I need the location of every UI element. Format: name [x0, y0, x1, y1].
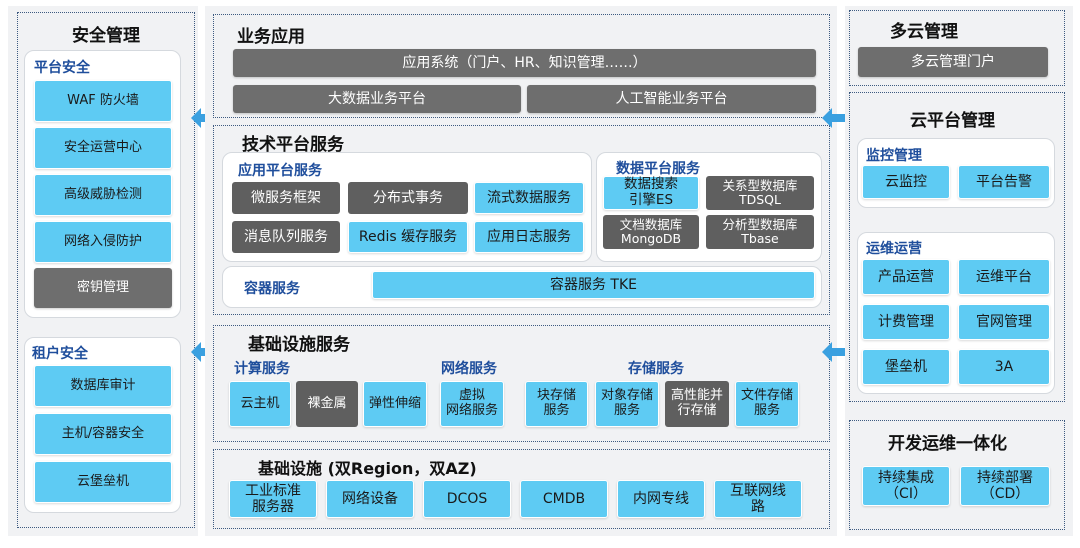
security-frame [17, 12, 195, 528]
cloud-host-box: 云主机 [229, 381, 291, 427]
cloud-bastion-box: 云堡垒机 [34, 461, 172, 503]
cloud-platform-title: 云平台管理 [910, 111, 995, 131]
intrusion-prevention-box: 网络入侵防护 [34, 221, 172, 263]
infra-services-frame [213, 325, 830, 442]
infra-frame [213, 449, 830, 529]
platform-security-title: 平台安全 [34, 60, 90, 76]
monitor-title: 监控管理 [866, 148, 922, 164]
cloud-monitor-box: 云监控 [862, 165, 950, 199]
mongodb-box: 文档数据库 MongoDB [603, 215, 699, 249]
product-ops-box: 产品运营 [862, 259, 950, 295]
stream-data-service-box: 流式数据服务 [474, 182, 584, 214]
ops-platform-box: 运维平台 [958, 259, 1050, 295]
devops-title: 开发运维一体化 [888, 434, 1007, 454]
security-ops-center-box: 安全运营中心 [34, 127, 172, 169]
internet-line-box: 互联网线 路 [714, 480, 802, 518]
redis-cache-box: Redis 缓存服务 [348, 221, 468, 253]
industry-server-box: 工业标准 服务器 [229, 480, 317, 518]
distributed-transaction-box: 分布式事务 [348, 182, 468, 214]
app-system-box: 应用系统（门户、HR、知识管理……） [233, 49, 816, 77]
security-title: 安全管理 [72, 26, 140, 46]
tbase-box: 分析型数据库 Tbase [706, 215, 814, 249]
parallel-storage-box: 高性能并 行存储 [665, 381, 729, 427]
cd-box: 持续部署 （CD） [960, 466, 1050, 506]
devops-frame [849, 420, 1065, 530]
ops-title: 运维运营 [866, 241, 922, 257]
virtual-network-box: 虚拟 网络服务 [440, 381, 504, 427]
network-service-title: 网络服务 [441, 361, 497, 377]
tenant-security-title: 租户安全 [32, 346, 88, 362]
infra-services-title: 基础设施服务 [248, 335, 350, 355]
3a-box: 3A [958, 349, 1050, 385]
es-search-box: 数据搜索 引擎ES [603, 176, 699, 210]
multicloud-title: 多云管理 [890, 22, 958, 42]
billing-box: 计费管理 [862, 304, 950, 340]
data-platform-title: 数据平台服务 [616, 161, 700, 177]
auto-scaling-box: 弹性伸缩 [363, 381, 427, 427]
platform-alert-box: 平台告警 [958, 165, 1050, 199]
message-queue-box: 消息队列服务 [232, 221, 340, 253]
bigdata-platform-box: 大数据业务平台 [233, 85, 521, 113]
network-device-box: 网络设备 [326, 480, 414, 518]
threat-detection-box: 高级威胁检测 [34, 174, 172, 216]
compute-service-title: 计算服务 [234, 361, 290, 377]
storage-service-title: 存储服务 [628, 361, 684, 377]
multicloud-frame [849, 10, 1065, 86]
multicloud-portal-box: 多云管理门户 [858, 47, 1048, 77]
object-storage-box: 对象存储 服务 [595, 381, 659, 427]
ci-box: 持续集成 （CI） [862, 466, 950, 506]
db-audit-box: 数据库审计 [34, 365, 172, 407]
dcos-box: DCOS [423, 480, 511, 518]
business-app-title: 业务应用 [237, 27, 305, 47]
waf-firewall-box: WAF 防火墙 [34, 80, 172, 122]
tech-platform-frame [213, 125, 830, 315]
container-service-title: 容器服务 [244, 281, 300, 297]
cmdb-box: CMDB [520, 480, 608, 518]
tech-platform-title: 技术平台服务 [242, 135, 344, 155]
file-storage-box: 文件存储 服务 [735, 381, 799, 427]
cloud-platform-frame [849, 92, 1065, 402]
bare-metal-box: 裸金属 [296, 381, 358, 427]
microservice-framework-box: 微服务框架 [232, 182, 340, 214]
block-storage-box: 块存储 服务 [525, 381, 588, 427]
tke-box: 容器服务 TKE [372, 271, 815, 299]
website-mgmt-box: 官网管理 [958, 304, 1050, 340]
ai-platform-box: 人工智能业务平台 [527, 85, 816, 113]
bastion-box: 堡垒机 [862, 349, 950, 385]
app-platform-title: 应用平台服务 [238, 163, 322, 179]
business-app-frame [213, 14, 830, 118]
key-management-box: 密钥管理 [34, 268, 172, 308]
intranet-line-box: 内网专线 [617, 480, 705, 518]
host-container-security-box: 主机/容器安全 [34, 413, 172, 455]
app-log-service-box: 应用日志服务 [474, 221, 584, 253]
infra-title: 基础设施 (双Region，双AZ) [258, 459, 477, 478]
tdsql-box: 关系型数据库 TDSQL [706, 176, 814, 210]
